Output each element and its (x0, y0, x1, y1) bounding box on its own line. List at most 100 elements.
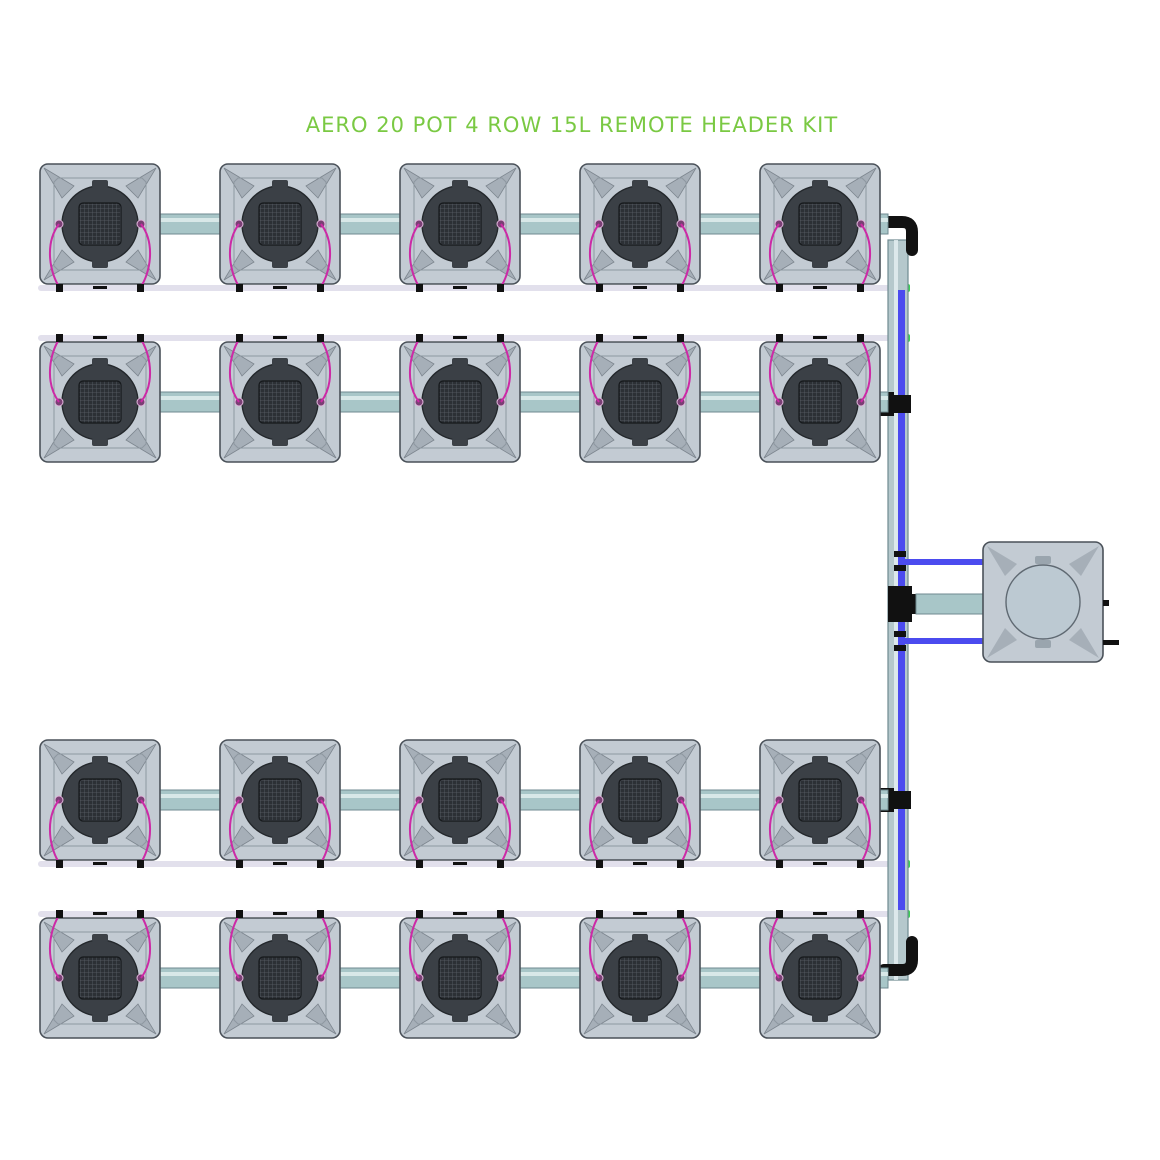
pot-bevel (233, 931, 327, 1025)
line-clip (236, 284, 243, 292)
lid-tab (92, 438, 108, 446)
pot-facet (583, 743, 615, 775)
line-clip (56, 860, 63, 868)
drip-line (768, 913, 781, 979)
line-clip (273, 286, 287, 289)
pot-bevel (413, 931, 507, 1025)
net-cup (798, 956, 842, 1000)
line-clip (776, 284, 783, 292)
link-pipe (515, 967, 585, 989)
line-clip (236, 910, 243, 918)
tank-facet (1069, 546, 1099, 576)
line-clip (596, 334, 603, 342)
line-clip (317, 860, 324, 868)
line-clip (137, 284, 144, 292)
line-clip (813, 286, 827, 289)
drip-line (859, 913, 872, 979)
drip-line (679, 799, 692, 865)
line-clip (93, 912, 107, 915)
line-clip (453, 286, 467, 289)
lid-tab (632, 260, 648, 268)
net-cup (618, 778, 662, 822)
pot-facet (845, 167, 877, 199)
pot-facet (485, 921, 517, 953)
pot (39, 334, 161, 463)
pipe-clip (894, 645, 906, 651)
drip-line (588, 913, 601, 979)
link-pipe-highlight (336, 218, 404, 222)
drip-line (319, 223, 332, 289)
net-cup (438, 956, 482, 1000)
lid-tab (812, 358, 828, 366)
line-clip (56, 284, 63, 292)
drip-line (228, 913, 241, 979)
elbow-top (878, 216, 918, 256)
link-pipe (335, 213, 405, 235)
link-pipe-highlight (336, 972, 404, 976)
pot-facet (43, 825, 75, 857)
line-clip (416, 910, 423, 918)
link-pipe (155, 967, 225, 989)
drip-line (408, 337, 421, 403)
pot-bevel (233, 753, 327, 847)
drip-line (408, 913, 421, 979)
pot-facet (583, 345, 615, 377)
net-cup (78, 202, 122, 246)
drip-line (408, 223, 421, 289)
link-pipes (155, 213, 889, 989)
lid-tab (452, 260, 468, 268)
tank-facet (987, 628, 1017, 658)
pot-facet (223, 167, 255, 199)
link-pipe (515, 213, 585, 235)
pot-bevel (53, 931, 147, 1025)
tank-facet (1069, 628, 1099, 658)
lid-tab (812, 934, 828, 942)
net-cup (258, 778, 302, 822)
pot-bevel (593, 177, 687, 271)
line-clip (857, 284, 864, 292)
pot-facet (665, 167, 697, 199)
pot (39, 739, 161, 868)
net-cup (78, 956, 122, 1000)
pot-facet (485, 825, 517, 857)
lid-tab (632, 180, 648, 188)
lid-tab (452, 180, 468, 188)
pot-facet (305, 1003, 337, 1035)
drip-line (228, 223, 241, 289)
line-clip (857, 910, 864, 918)
pot-facet (763, 1003, 795, 1035)
pot (399, 163, 521, 292)
net-cup (798, 380, 842, 424)
drip-line (228, 337, 241, 403)
pot-facet (125, 167, 157, 199)
lid-tab (92, 260, 108, 268)
net-cup (798, 778, 842, 822)
pot (759, 910, 881, 1039)
pot-bevel (773, 177, 867, 271)
net-cup (438, 380, 482, 424)
lid-tab (92, 180, 108, 188)
lid-tab (272, 756, 288, 764)
lid-tab (272, 260, 288, 268)
pot (39, 910, 161, 1039)
net-cup (618, 380, 662, 424)
pot-facet (223, 825, 255, 857)
pot-facet (763, 249, 795, 281)
tank-pipe (915, 593, 989, 615)
pot-facet (305, 427, 337, 459)
net-cup (618, 202, 662, 246)
pot-facet (125, 825, 157, 857)
net-cup (258, 202, 302, 246)
pot-bevel (413, 177, 507, 271)
drip-line (319, 913, 332, 979)
remote-header (878, 216, 989, 981)
line-clip (813, 912, 827, 915)
line-clip (137, 334, 144, 342)
pot-facet (485, 427, 517, 459)
pot (399, 910, 521, 1039)
pot-facet (485, 249, 517, 281)
drip-line (768, 799, 781, 865)
pot-facet (43, 743, 75, 775)
line-clip (273, 912, 287, 915)
pot-facet (763, 743, 795, 775)
